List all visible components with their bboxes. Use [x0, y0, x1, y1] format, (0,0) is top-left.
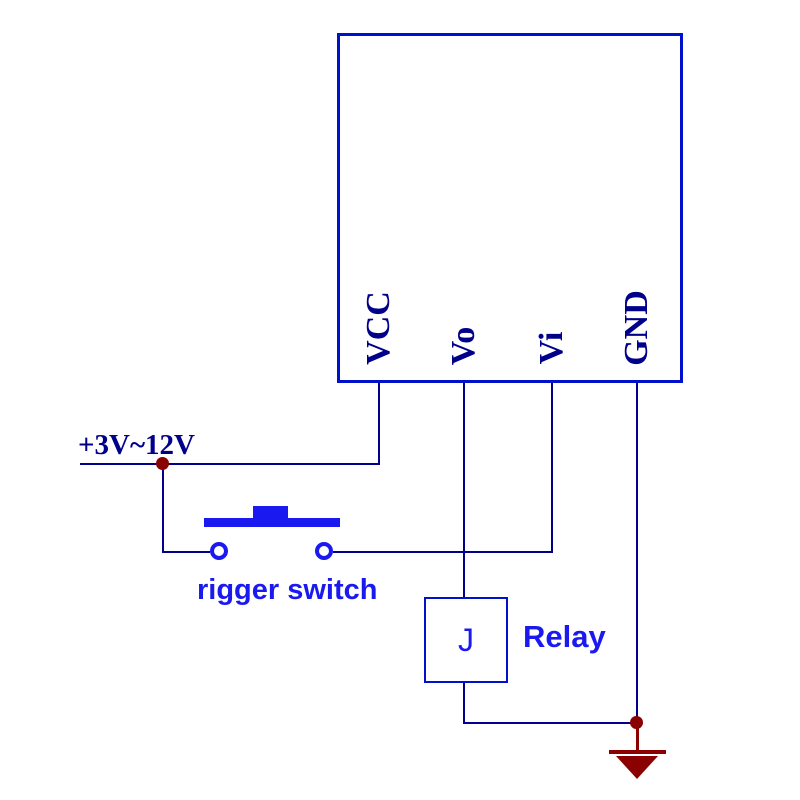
- switch-contact-bar-icon: [204, 518, 340, 527]
- switch-plunger-icon: [253, 506, 288, 519]
- ground-stem: [636, 723, 639, 751]
- module-box: [337, 33, 683, 383]
- junction-dot-supply: [156, 457, 169, 470]
- relay-box: J: [424, 597, 508, 683]
- relay-symbol: J: [458, 621, 474, 658]
- wire-switch-left: [163, 551, 210, 553]
- junction-dot-ground: [630, 716, 643, 729]
- wire-supply-rail: [80, 463, 380, 465]
- wire-switch-right: [333, 551, 552, 553]
- wire-bottom: [463, 722, 639, 724]
- wire-supply-riser: [162, 464, 164, 553]
- switch-label: rigger switch: [197, 574, 378, 606]
- ground-triangle: [616, 756, 658, 779]
- wire-vcc-pin: [378, 383, 380, 465]
- wire-gnd-pin: [636, 383, 638, 724]
- wire-vo-pin: [463, 383, 465, 599]
- pin-label-vo: Vo: [445, 326, 482, 366]
- pin-label-vi: Vi: [533, 331, 570, 365]
- pin-label-vcc: VCC: [360, 291, 397, 365]
- switch-terminal-right-icon: [315, 542, 333, 560]
- wire-vi-pin: [551, 383, 553, 553]
- relay-label: Relay: [523, 619, 606, 654]
- pin-label-gnd: GND: [618, 290, 655, 366]
- supply-voltage-label: +3V~12V: [78, 429, 195, 461]
- ground-bar: [609, 750, 666, 754]
- wire-relay-out: [463, 679, 465, 724]
- switch-terminal-left-icon: [210, 542, 228, 560]
